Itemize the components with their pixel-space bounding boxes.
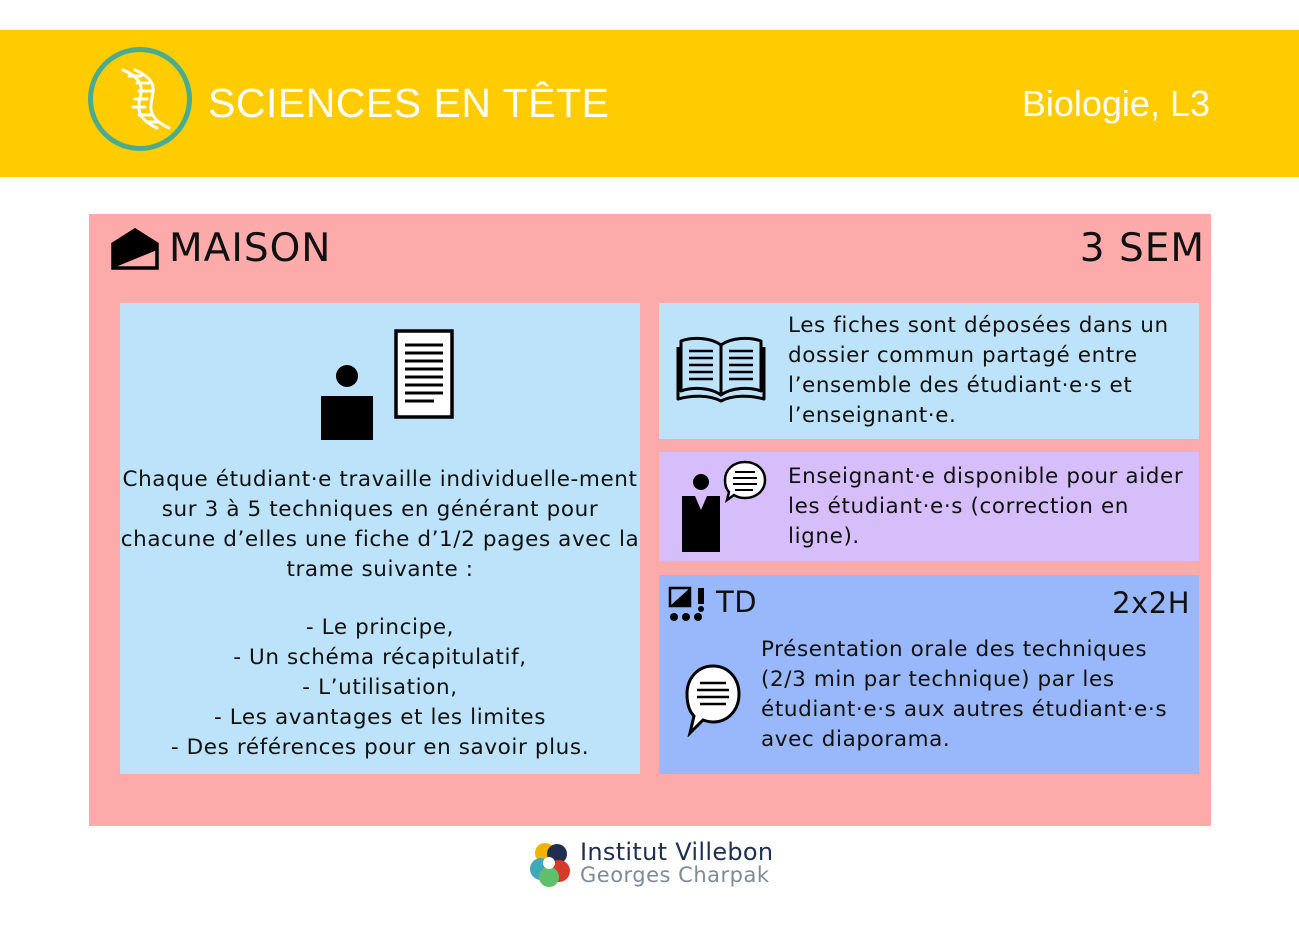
classroom-icon bbox=[668, 586, 704, 621]
teacher-card: Enseignant·e disponible pour aider les é… bbox=[659, 452, 1199, 561]
document-icon bbox=[394, 329, 454, 419]
individual-work-card: Chaque étudiant·e travaille individuelle… bbox=[120, 303, 640, 774]
speech-bubble-icon bbox=[685, 664, 741, 737]
villebon-logo-icon bbox=[530, 843, 570, 887]
td-card: TD 2x2H Présentation orale des technique… bbox=[659, 575, 1199, 774]
list-item: - L’utilisation, bbox=[302, 675, 458, 700]
template-list: - Le principe, - Un schéma récapitulatif… bbox=[120, 613, 640, 763]
list-item: - Les avantages et les limites bbox=[213, 705, 547, 730]
td-duration: 2x2H bbox=[1112, 586, 1190, 620]
brand-title: SCIENCES EN TÊTE bbox=[208, 80, 610, 126]
teacher-speaking-icon bbox=[682, 460, 767, 552]
dna-logo bbox=[88, 47, 192, 151]
student-at-desk-icon bbox=[321, 365, 373, 440]
list-item: - Des références pour en savoir plus. bbox=[170, 735, 590, 760]
institution-name: Institut Villebon bbox=[580, 838, 774, 866]
teacher-text: Enseignant·e disponible pour aider les é… bbox=[788, 464, 1184, 549]
header-banner bbox=[0, 30, 1299, 177]
house-icon bbox=[111, 228, 159, 270]
open-book-icon bbox=[676, 336, 766, 403]
sharing-card: Les fiches sont déposées dans un dossier… bbox=[659, 303, 1199, 439]
individual-work-description: Chaque étudiant·e travaille individuelle… bbox=[120, 467, 640, 582]
sharing-text: Les fiches sont déposées dans un dossier… bbox=[788, 313, 1169, 428]
list-item: - Le principe, bbox=[305, 615, 455, 640]
td-label: TD bbox=[716, 585, 758, 619]
dna-icon bbox=[121, 68, 171, 130]
course-level: Biologie, L3 bbox=[1021, 83, 1210, 124]
td-text: Présentation orale des techniques (2/3 m… bbox=[761, 637, 1168, 752]
phase-duration: 3 SEM bbox=[1079, 226, 1205, 271]
institution-subname: Georges Charpak bbox=[580, 863, 770, 887]
list-item: - Un schéma récapitulatif, bbox=[233, 645, 527, 670]
phase-title: MAISON bbox=[169, 226, 332, 271]
